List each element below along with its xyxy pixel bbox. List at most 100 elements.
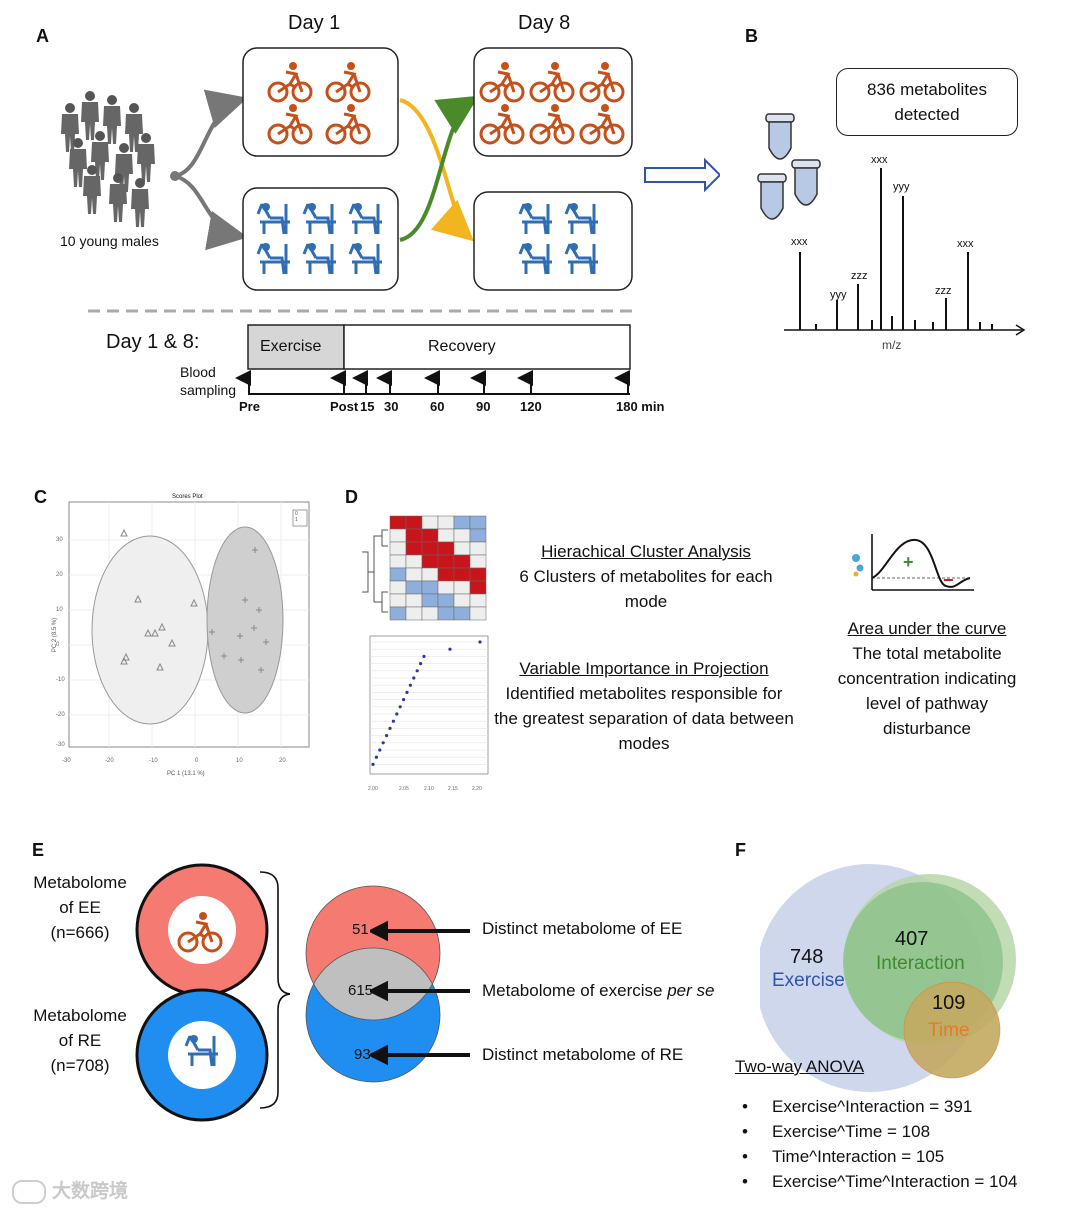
hca-title: Hierachical Cluster Analysis (541, 542, 751, 561)
ytick-3: 0 (56, 642, 60, 648)
ytick-1: 20 (56, 572, 63, 578)
heatmap (362, 515, 487, 621)
panel-label-e: E (32, 840, 45, 860)
tick-180: 180 min (616, 399, 665, 414)
vip-xtick-2: 2.10 (424, 786, 434, 792)
tick-pre: Pre (239, 399, 260, 414)
vip-point (405, 690, 409, 694)
heatmap-cell (389, 541, 407, 556)
tick-120: 120 (520, 399, 542, 414)
vip-xtick-1: 2.05 (399, 786, 409, 792)
heatmap-cell (437, 515, 455, 530)
ytick-5: -20 (56, 712, 65, 718)
auc-title: Area under the curve (847, 619, 1007, 638)
peak-label-2: yyy (830, 289, 847, 301)
heatmap-cell (469, 554, 487, 569)
heatmap-cell (389, 554, 407, 569)
vip-title: Variable Importance in Projection (519, 659, 769, 678)
bullet-item: •Time^Interaction = 105 (742, 1147, 945, 1166)
exercise-phase: Exercise (260, 338, 322, 355)
mz-axis-label: m/z (882, 338, 902, 352)
venn-arrows (370, 920, 470, 1066)
time-count: 109 (932, 992, 966, 1014)
heatmap-cell (453, 528, 471, 543)
xtick-5: 20 (279, 758, 286, 764)
watermark-logo-icon (12, 1179, 46, 1204)
heatmap-cell (405, 541, 423, 556)
peak-label-7: xxx (957, 238, 974, 250)
vip-point (408, 683, 412, 687)
vip-point (385, 734, 389, 738)
heatmap-cell (405, 567, 423, 582)
heatmap-cell (405, 593, 423, 608)
heatmap-cell (389, 567, 407, 582)
heatmap-cell (469, 567, 487, 582)
heatmap-cell (389, 580, 407, 595)
vip-point (391, 719, 395, 723)
exercise-count: 748 (790, 946, 824, 968)
xtick-1: -20 (105, 758, 114, 764)
venn-overlap-count: 615 (348, 982, 374, 999)
legend-item-0: 0 (295, 511, 298, 517)
vip-point (419, 662, 423, 666)
xtick-0: -30 (62, 758, 71, 764)
anova-bullets: •Exercise^Interaction = 391 •Exercise^Ti… (742, 1094, 1017, 1194)
desc-distinct-re: Distinct metabolome of RE (482, 1045, 684, 1064)
ytick-0: 30 (56, 537, 63, 543)
recovery-phase: Recovery (428, 338, 496, 355)
peak-label-3: zzz (851, 270, 868, 282)
vip-xtick-4: 2.20 (472, 786, 482, 792)
panel-label-c: C (34, 487, 47, 507)
time-label: Time (928, 1020, 970, 1041)
venn-ee-count: 51 (352, 921, 369, 938)
heatmap-cell (453, 515, 471, 530)
blood-sampling-label: Blood sampling (180, 364, 237, 398)
heatmap-cell (437, 541, 455, 556)
day1-title: Day 1 (288, 12, 341, 34)
heatmap-cell (453, 593, 471, 608)
peak-label-5: xxx (871, 154, 888, 166)
heatmap-cell (437, 593, 455, 608)
venn-re-count: 93 (354, 1046, 371, 1063)
heatmap-cell (437, 528, 455, 543)
ytick-2: 10 (56, 607, 63, 613)
heatmap-cell (421, 541, 439, 556)
vip-point (412, 676, 416, 680)
panel-label-f: F (735, 840, 746, 860)
metabolites-detected: 836 metabolites detected (866, 80, 988, 124)
xtick-3: 0 (195, 758, 199, 764)
vip-point (388, 726, 392, 730)
vip-xtick-0: 2.00 (368, 786, 378, 792)
heatmap-cell (405, 528, 423, 543)
vip-point (374, 755, 378, 759)
day8-title: Day 8 (518, 12, 571, 34)
heatmap-cell (389, 593, 407, 608)
mode-circles (135, 863, 290, 1122)
hca-text: 6 Clusters of metabolites for each mode (519, 567, 773, 611)
heatmap-cell (437, 580, 455, 595)
heatmap-cell (437, 606, 455, 621)
anova-title: Two-way ANOVA (735, 1057, 865, 1076)
vip-point (381, 741, 385, 745)
heatmap-cell (389, 606, 407, 621)
interaction-count: 407 (895, 928, 929, 950)
ee-metabolome-label: Metabolome of EE (n=666) (33, 873, 127, 942)
heatmap-cell (453, 541, 471, 556)
scores-plot (68, 501, 310, 748)
legend-item-1: 1 (295, 517, 298, 523)
tick-15: 15 (360, 399, 375, 414)
tick-60: 60 (430, 399, 445, 414)
heatmap-cell (437, 567, 455, 582)
scores-plot-xlabel: PC 1 (13.1 %) (167, 771, 205, 777)
ee-re-venn (305, 885, 441, 1083)
auc-plus: + (903, 552, 914, 572)
subjects-label: 10 young males (60, 233, 159, 249)
mass-spectrum (757, 113, 1026, 336)
bullet-item: •Exercise^Time = 108 (742, 1122, 931, 1141)
heatmap-cell (469, 593, 487, 608)
peak-label-6: zzz (935, 285, 952, 297)
auc-curve (852, 534, 974, 591)
peak-label-4: yyy (893, 181, 910, 193)
bullet-item: •Exercise^Interaction = 391 (742, 1097, 973, 1116)
auc-text: The total metabolite concentration indic… (837, 644, 1017, 738)
